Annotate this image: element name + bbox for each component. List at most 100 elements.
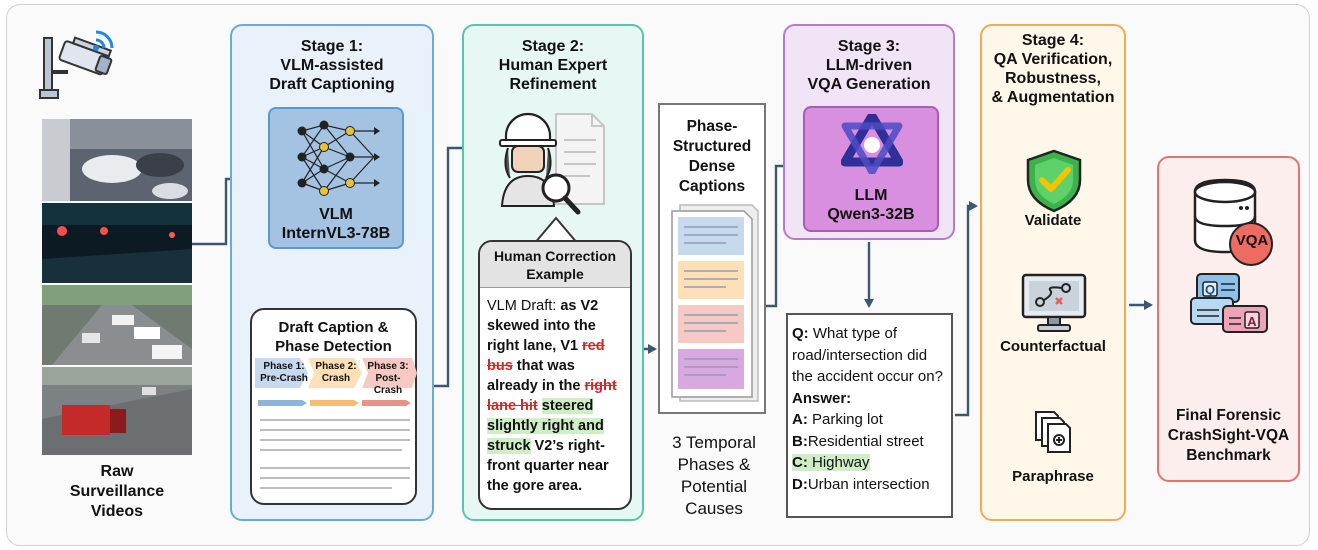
stage-1-title-line-3: Draft Captioning: [269, 76, 395, 93]
correction-title: Human Correction Example: [480, 247, 630, 283]
counterfactual-label: Counterfactual: [1000, 338, 1106, 355]
option-c-key: C:: [792, 454, 808, 471]
vlm-model-label-line-1: VLM: [319, 206, 353, 223]
stage-1-title-line-2: VLM-assisted: [280, 57, 384, 74]
draft-caption-lines: [258, 400, 411, 489]
final-benchmark-label: Final Forensic CrashSight-VQA Benchmark: [1159, 406, 1298, 466]
counterfactual-monitor-icon: [1021, 273, 1087, 332]
phase-1-tag: Phase 1: Pre-Crash: [260, 361, 308, 384]
vlm-model-box: VLM InternVL3-78B: [268, 107, 404, 249]
stage-4-panel: Stage 4: QA Verification, Robustness, & …: [980, 24, 1126, 521]
arrow-qa-to-stage4: [955, 201, 978, 417]
stage-4-title-line-2: QA Verification,: [993, 51, 1113, 68]
stage-2-title-line-1: Stage 2:: [521, 38, 585, 55]
video-frame-1: [42, 119, 192, 201]
dense-note-line-1: 3 Temporal: [672, 433, 756, 452]
final-label-line-2: CrashSight-VQA: [1167, 427, 1290, 444]
dense-title-line-1: Phase-: [686, 118, 738, 135]
option-d: D:Urban intersection: [792, 474, 952, 496]
stage-2-title-line-3: Refinement: [509, 76, 597, 93]
option-c-text: Highway: [812, 454, 870, 471]
correction-part-4-deleted: right lane hit: [487, 378, 617, 414]
option-b-text: Residential street: [807, 432, 924, 450]
stage-3-title-line-1: Stage 3:: [837, 38, 901, 55]
final-benchmark-panel: VQA Q A Final Forensic CrashSight-VQA Be…: [1157, 156, 1300, 482]
chat-a-letter: A: [1247, 314, 1257, 329]
option-b-key: B:: [792, 432, 808, 450]
draft-caption-title-line-1: Draft Caption &: [278, 319, 389, 336]
stage-4-title-line-3: Robustness,: [1004, 70, 1101, 87]
generated-qa-box: Q: What type of road/intersection did th…: [786, 313, 953, 518]
answer-label: Answer:: [792, 389, 852, 407]
phase-3-tag: Phase 3: Post-Crash: [367, 361, 409, 396]
correction-part-3: that was already in the: [487, 358, 585, 394]
option-a-key: A:: [792, 411, 808, 428]
correction-part-0: VLM Draft:: [487, 298, 561, 314]
option-d-text: Urban intersection: [807, 475, 930, 493]
dense-note-line-4: Causes: [685, 499, 743, 518]
llm-model-label-line-2: Qwen3-32B: [827, 206, 915, 223]
stage-4-title: Stage 4: QA Verification, Robustness, & …: [982, 31, 1124, 107]
option-a: A: Parking lot: [792, 409, 952, 431]
qa-question: Q: What type of road/intersection did th…: [792, 323, 952, 388]
paraphrase-label: Paraphrase: [1012, 468, 1094, 485]
correction-part-2-deleted: red bus: [487, 338, 605, 374]
qa-text: Q: What type of road/intersection did th…: [792, 323, 952, 495]
shield-check-icon: [1026, 149, 1082, 213]
video-frame-3: [42, 285, 192, 365]
stage-3-title-line-3: VQA Generation: [807, 76, 931, 93]
qwen-logo-icon: [841, 114, 903, 174]
option-d-key: D:: [792, 475, 808, 493]
final-label-line-1: Final Forensic: [1175, 407, 1282, 424]
dense-title-line-2: Structured: [672, 138, 752, 155]
llm-model-label-line-1: LLM: [854, 187, 888, 204]
correction-part-7: V2’s right-front quarter near the gore a…: [487, 438, 609, 494]
phase-2-tag: Phase 2: Crash: [315, 361, 357, 384]
stage-2-panel: Stage 2: Human Expert Refinement Human C…: [462, 24, 644, 521]
stage-4-title-line-4: & Augmentation: [991, 89, 1115, 106]
stage-4-title-line-1: Stage 4:: [1021, 32, 1085, 49]
question-text: What type of road/intersection did the a…: [792, 325, 943, 385]
correction-title-line-2: Example: [526, 266, 584, 282]
correction-header: [480, 242, 630, 288]
phase-arrow-shapes: [255, 358, 417, 388]
stage-1-title-line-1: Stage 1:: [300, 38, 364, 55]
stage-3-panel: Stage 3: LLM-driven VQA Generation LLM Q…: [783, 24, 955, 240]
dense-captions-title: Phase- Structured Dense Captions: [660, 117, 764, 197]
video-frame-2: [42, 203, 192, 283]
validate-label: Validate: [1024, 212, 1082, 229]
neural-network-icon: [297, 120, 380, 196]
stage-3-title-line-2: LLM-driven: [825, 57, 913, 74]
input-label-line-2: Surveillance: [69, 483, 165, 500]
input-label-line-1: Raw: [100, 463, 134, 480]
dense-captions-box: Phase- Structured Dense Captions: [658, 103, 766, 414]
draft-caption-box: Draft Caption & Phase Detection Phase 1:…: [250, 308, 417, 505]
stage-2-title: Stage 2: Human Expert Refinement: [464, 37, 642, 94]
llm-model-box: LLM Qwen3-32B: [803, 106, 939, 232]
stage-3-title: Stage 3: LLM-driven VQA Generation: [785, 37, 953, 94]
question-label: Q:: [792, 325, 809, 342]
llm-model-label: LLM Qwen3-32B: [805, 186, 937, 224]
paraphrase-cards-icon: [1035, 411, 1071, 453]
correction-part-1: as V2 skewed into the right lane, V1: [487, 298, 599, 354]
correction-title-line-1: Human Correction: [493, 248, 617, 264]
video-frames: [42, 119, 192, 455]
input-label: Raw Surveillance Videos: [62, 462, 172, 522]
dense-title-line-3: Dense: [688, 158, 736, 175]
option-b: B:Residential street: [792, 431, 952, 453]
option-c: C: Highway: [792, 452, 952, 474]
option-a-text: Parking lot: [812, 411, 883, 428]
dense-captions-note: 3 Temporal Phases & Potential Causes: [654, 432, 774, 520]
input-label-line-3: Videos: [90, 503, 144, 520]
human-correction-box: Human Correction Example VLM Draft: as V…: [478, 240, 632, 510]
chat-bubbles-icon: [1190, 273, 1268, 333]
correction-text: VLM Draft: as V2 skewed into the right l…: [487, 296, 629, 496]
vqa-badge: VQA: [1235, 232, 1269, 249]
draft-caption-title: Draft Caption & Phase Detection: [252, 318, 415, 356]
draft-caption-title-line-2: Phase Detection: [275, 338, 392, 355]
surveillance-camera-icon: [39, 30, 114, 99]
dense-note-line-2: Phases &: [677, 455, 751, 474]
dense-title-line-4: Captions: [678, 178, 746, 195]
caption-document-stack: [671, 204, 759, 402]
video-frame-4: [42, 367, 192, 455]
